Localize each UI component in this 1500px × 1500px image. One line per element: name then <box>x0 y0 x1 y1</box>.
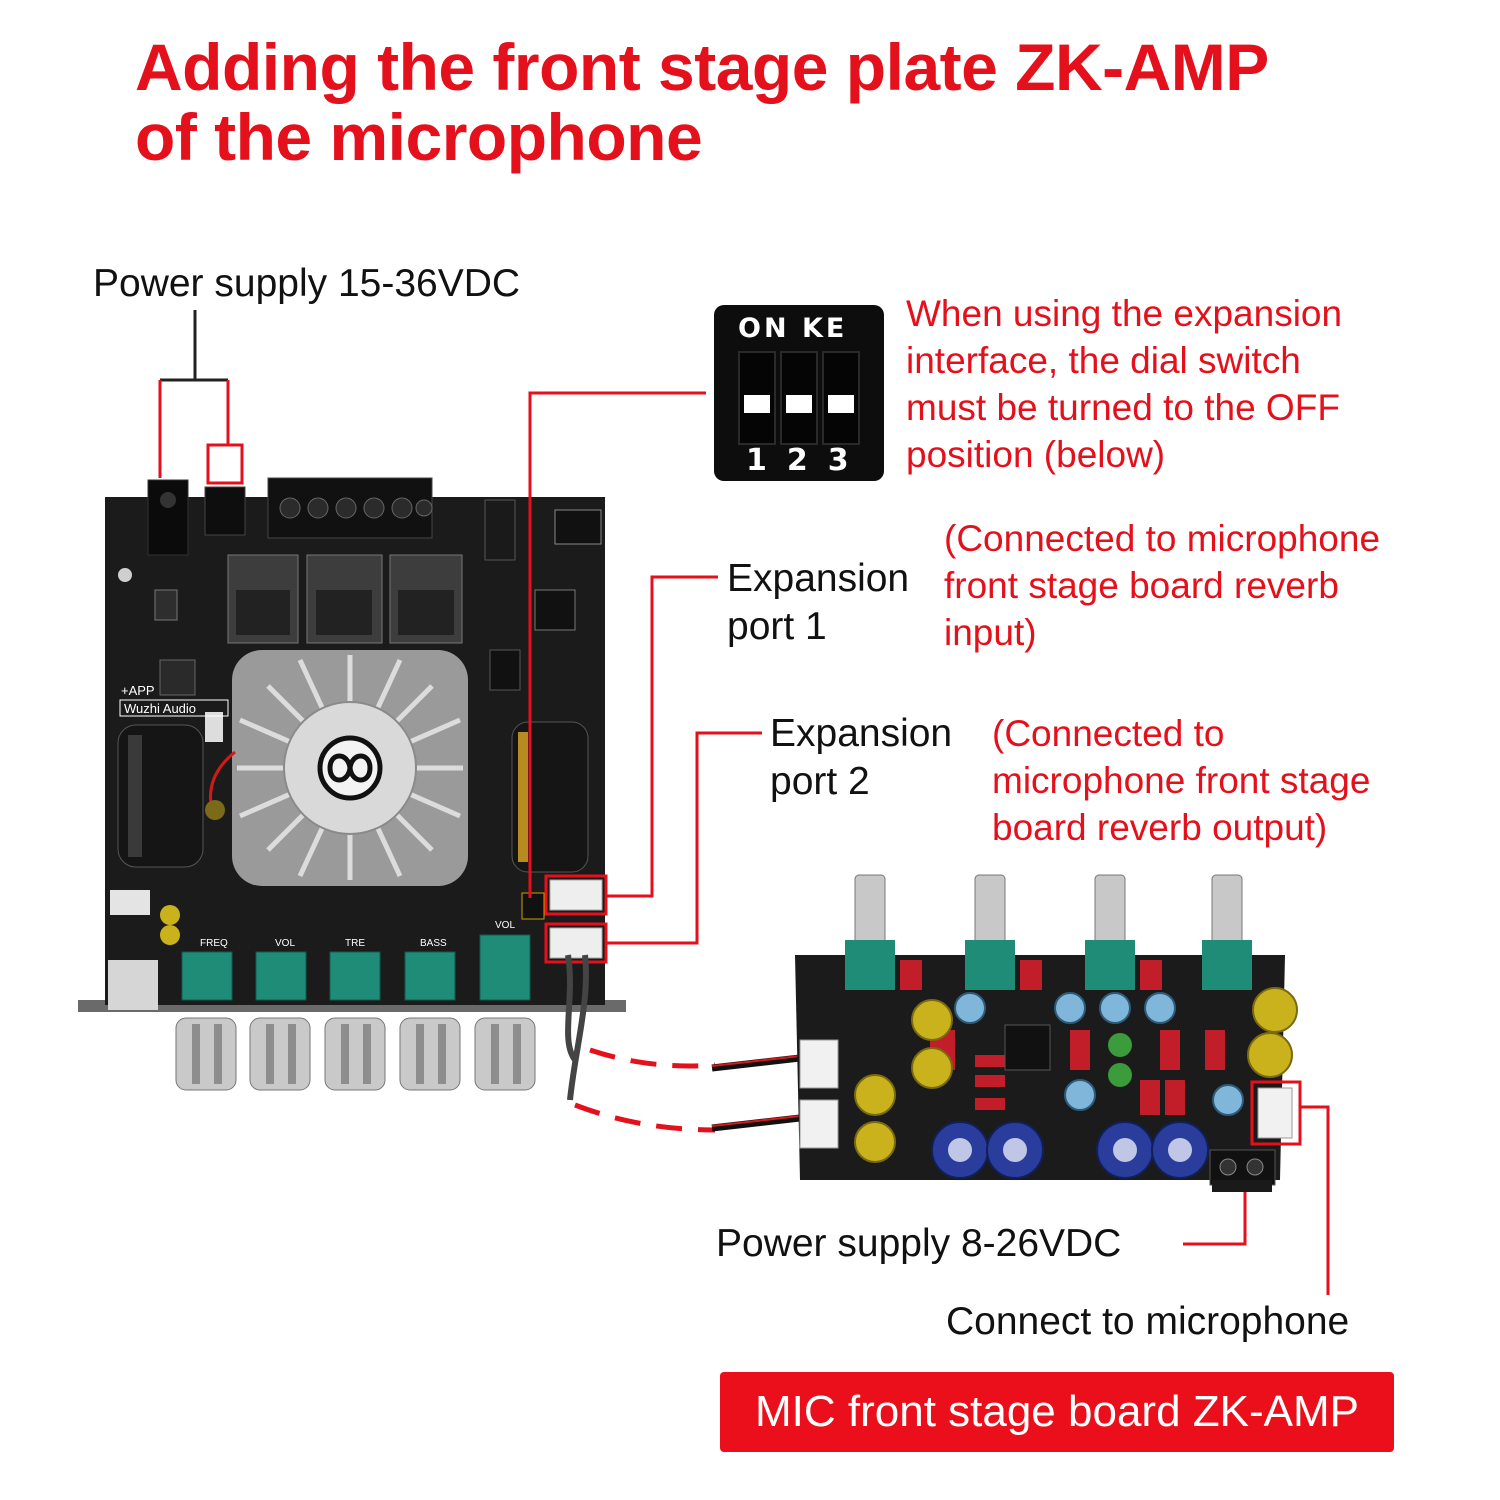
control-knobs <box>175 1017 536 1091</box>
dip-note-line-1: When using the expansion <box>906 293 1343 334</box>
dip-switch-slot-3 <box>822 351 860 445</box>
port2-note-line-1: (Connected to <box>992 713 1225 754</box>
diagram-title: Adding the front stage plate ZK-AMP of t… <box>135 32 1435 172</box>
board-brand: Wuzhi Audio <box>124 701 196 716</box>
filter-capacitor-left <box>117 724 204 868</box>
expansion-1-line-2: port 1 <box>727 605 827 648</box>
dip-switch-top-text: ON KE <box>738 313 848 344</box>
potentiometers <box>181 934 531 1001</box>
label-expansion-port-1: Expansion port 1 <box>727 555 909 651</box>
expansion-2-line-1: Expansion <box>770 712 953 755</box>
label-power-supply-main: Power supply 15-36VDC <box>93 262 521 305</box>
knob-label-bass: BASS <box>420 938 447 949</box>
dip-switch-numbers: 123 <box>746 443 869 478</box>
label-power-supply-mic: Power supply 8-26VDC <box>716 1222 1122 1265</box>
dc-power-jack <box>147 479 189 556</box>
output-inductors <box>227 554 463 644</box>
expansion-port-2-connector <box>549 927 603 959</box>
knob-label-master-vol: VOL <box>495 920 515 931</box>
label-expansion-port-2: Expansion port 2 <box>770 710 952 806</box>
expansion-port-1-connector <box>549 879 603 911</box>
port2-note-line-2: microphone front stage <box>992 760 1371 801</box>
expansion-port-1-note: (Connected to microphone front stage boa… <box>944 515 1380 656</box>
microphone-connector <box>1257 1087 1293 1139</box>
dip-note-line-3: must be turned to the OFF <box>906 387 1340 428</box>
product-banner: MIC front stage board ZK-AMP <box>720 1372 1394 1452</box>
board-app-label: +APP <box>121 683 155 698</box>
dip-note-line-2: interface, the dial switch <box>906 340 1301 381</box>
mic-board-input-connector-1 <box>799 1039 839 1089</box>
dip-switch-note: When using the expansion interface, the … <box>906 290 1342 478</box>
expansion-port-2-note: (Connected to microphone front stage boa… <box>992 710 1370 851</box>
knob-label-freq: FREQ <box>200 938 228 949</box>
port2-note-line-3: board reverb output) <box>992 807 1328 848</box>
port1-note-line-3: input) <box>944 612 1037 653</box>
expansion-1-line-1: Expansion <box>727 557 910 600</box>
port1-note-line-1: (Connected to microphone <box>944 518 1381 559</box>
dip-switch-slot-2 <box>780 351 818 445</box>
filter-capacitor-right <box>511 721 589 873</box>
label-connect-to-microphone: Connect to microphone <box>946 1300 1350 1343</box>
mic-board-input-connector-2 <box>799 1099 839 1149</box>
title-line-1: Adding the front stage plate ZK-AMP <box>135 30 1269 104</box>
expansion-2-line-2: port 2 <box>770 760 870 803</box>
interconnect-cables <box>565 954 801 1133</box>
title-line-2: of the microphone <box>135 100 703 174</box>
dip-switch-inset: ON KE 123 <box>714 305 884 481</box>
power-header <box>204 486 246 536</box>
knob-label-vol: VOL <box>275 938 295 949</box>
dip-switch-on-board <box>521 892 545 920</box>
speaker-terminal-block <box>267 477 433 539</box>
dip-note-line-4: position (below) <box>906 434 1166 475</box>
dip-switch-slot-1 <box>738 351 776 445</box>
knob-label-tre: TRE <box>345 938 365 949</box>
leader-lines <box>158 310 1330 1295</box>
mic-front-stage-board <box>795 874 1302 1192</box>
main-amplifier-board: +APP Wuzhi Audio FREQ VOL TRE BASS VOL <box>78 477 626 1091</box>
mic-board-pot-shafts <box>845 874 1252 990</box>
port1-note-line-2: front stage board reverb <box>944 565 1339 606</box>
heatsink <box>232 650 468 886</box>
